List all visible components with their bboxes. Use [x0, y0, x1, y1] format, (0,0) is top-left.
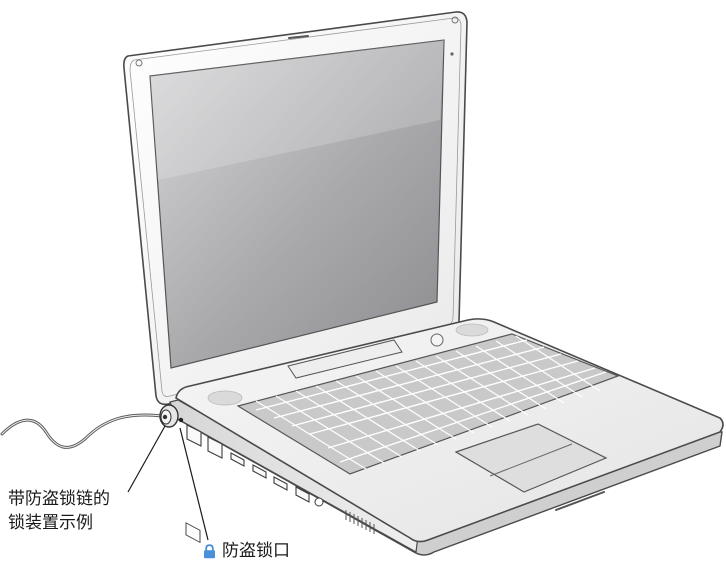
left-speaker: [207, 390, 243, 406]
display-screen: [149, 39, 445, 369]
security-slot-label: 防盗锁口: [222, 541, 290, 561]
ethernet-port: [186, 424, 202, 447]
side-ports: [185, 522, 201, 544]
audio-port: [314, 497, 324, 507]
slot-leader-line: [179, 427, 209, 541]
lock-cable-callout: 带防盗锁链的 锁装置示例: [8, 487, 110, 535]
firewire-port: [230, 452, 245, 467]
security-slot: [178, 417, 184, 423]
lock-cable-label-line2: 锁装置示例: [8, 513, 93, 533]
security-slot-callout: 防盗锁口: [203, 539, 290, 563]
video-port: [295, 486, 310, 503]
modem-port: [207, 436, 223, 459]
right-speaker: [455, 323, 489, 337]
cable-leader-line: [127, 425, 166, 493]
lock-cable-label-line1: 带防盗锁链的: [8, 489, 110, 509]
cable-lock-device: [159, 404, 179, 428]
power-button: [430, 333, 444, 347]
usb-port-2: [273, 476, 288, 491]
trackpad-button: [489, 443, 573, 477]
usb-port-1: [252, 464, 267, 479]
lock-icon: [204, 543, 215, 558]
trackpad: [454, 423, 608, 493]
